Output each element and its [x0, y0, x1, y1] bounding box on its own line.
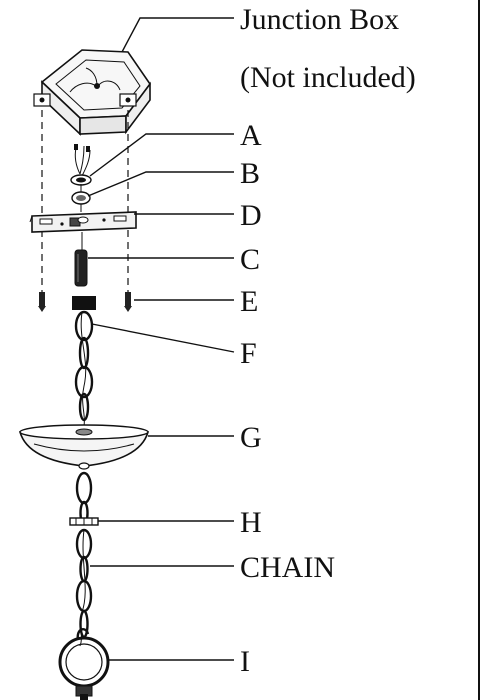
- chain-middle: [75, 471, 93, 526]
- canopy-collar: [72, 296, 96, 310]
- label-g: G: [240, 421, 262, 454]
- supply-wires: [74, 144, 91, 177]
- label-i: I: [240, 645, 250, 678]
- part-a-lock-nut: [70, 174, 92, 186]
- part-h-clip: [69, 517, 99, 526]
- label-c: C: [240, 243, 260, 276]
- chain-lower: [75, 528, 93, 647]
- part-e-screws: [38, 292, 132, 312]
- label-d: D: [240, 199, 262, 232]
- label-b: B: [240, 157, 260, 190]
- part-g-canopy: [18, 424, 150, 470]
- leader-lines: [87, 17, 235, 661]
- part-b-nipple: [71, 184, 91, 212]
- part-f-chain-upper: [74, 310, 94, 427]
- label-junction-box: Junction Box: [240, 3, 399, 36]
- part-i-loop: [58, 628, 110, 700]
- label-e: E: [240, 285, 258, 318]
- label-not-included: (Not included): [240, 61, 416, 94]
- junction-box: [33, 49, 151, 136]
- label-chain: CHAIN: [240, 551, 335, 584]
- part-d-crossbar: [29, 211, 137, 233]
- part-c-rod: [74, 232, 88, 287]
- label-f: F: [240, 337, 257, 370]
- label-a: A: [240, 119, 262, 152]
- label-h: H: [240, 506, 262, 539]
